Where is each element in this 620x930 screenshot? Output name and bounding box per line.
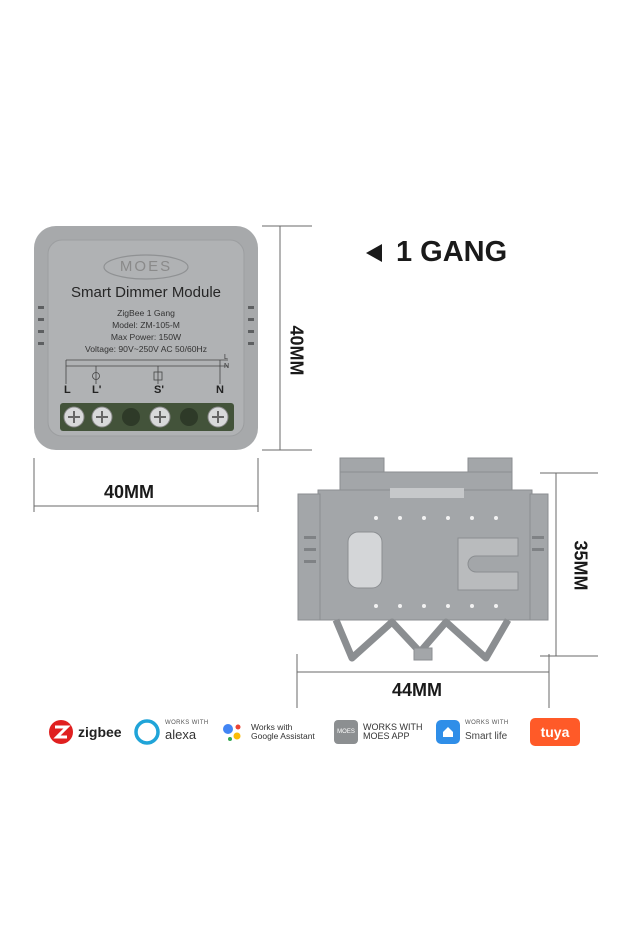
gang-label-text: 1 GANG — [396, 236, 508, 268]
alexa-logo: WORKS WITH alexa — [134, 714, 209, 750]
mounting-bracket — [297, 457, 549, 662]
wire-label-l: L — [224, 354, 228, 361]
smart-life-text: Smart life — [465, 731, 508, 742]
compatibility-logos: zigbee WORKS WITH alexa Works with Googl… — [48, 714, 588, 750]
device-spec: Model: ZM-105-M — [112, 320, 180, 330]
device-brand: MOES — [119, 258, 173, 275]
terminal-label: S' — [154, 384, 164, 396]
google-assistant-icon — [223, 724, 241, 741]
alexa-icon — [134, 719, 160, 745]
module-width-label: 40MM — [104, 482, 155, 502]
device-spec: Voltage: 90V~250V AC 50/60Hz — [84, 344, 208, 354]
moes-works-with: WORKS WITH — [363, 721, 423, 732]
dimmer-module: MOES Smart Dimmer Module ZigBee 1 Gang M… — [34, 226, 258, 450]
alexa-text: alexa — [165, 727, 197, 742]
moes-app-text: MOES APP — [363, 731, 410, 741]
google-assistant-logo: Works with Google Assistant — [220, 714, 315, 750]
moes-app-logo: MOES WORKS WITH MOES APP — [334, 714, 423, 750]
zigbee-logo: zigbee — [48, 714, 122, 750]
wire-label-n: N — [224, 363, 230, 370]
dimmer-module-body — [34, 226, 258, 450]
left-arrow-icon — [366, 243, 382, 262]
smart-life-icon — [436, 720, 460, 744]
gang-label: 1 GANG — [366, 236, 507, 269]
tuya-logo: tuya — [530, 714, 580, 750]
alexa-works-with: WORKS WITH — [165, 720, 209, 726]
zigbee-text: zigbee — [78, 724, 122, 740]
google-assistant-text: Google Assistant — [251, 731, 315, 741]
moes-icon-text: MOES — [337, 729, 355, 735]
smart-life-logo: WORKS WITH Smart life — [436, 714, 509, 750]
smart-life-works-with: WORKS WITH — [465, 720, 509, 726]
module-height-label: 40MM — [286, 325, 307, 376]
device-spec: Max Power: 150W — [110, 332, 182, 342]
moes-app-icon: MOES — [334, 720, 358, 744]
tuya-text: tuya — [530, 718, 580, 746]
terminal-label: L — [64, 384, 71, 396]
terminal-label: L' — [92, 384, 102, 396]
device-title: Smart Dimmer Module — [70, 284, 222, 301]
bracket-width-label: 44MM — [392, 680, 443, 700]
google-works-with: Works with — [251, 722, 293, 733]
bracket-height-label: 35MM — [570, 540, 591, 591]
terminal-label: N — [216, 384, 224, 396]
device-spec: ZigBee 1 Gang — [117, 308, 175, 318]
zigbee-icon — [49, 720, 73, 744]
